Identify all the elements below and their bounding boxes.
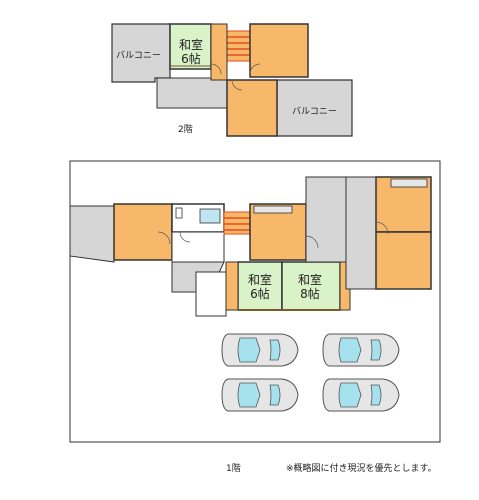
car-top-left: [221, 333, 299, 367]
lot-boundary: [69, 160, 441, 443]
disclaimer-note: ※概略図に付き現況を優先とします。: [286, 464, 437, 474]
washitsu-6-label: 和室 6帖: [242, 273, 278, 301]
bathtub-icon: [199, 208, 221, 224]
car-bottom-right: [322, 378, 400, 412]
washitsu-2f-room: [169, 23, 212, 70]
washitsu-2f-name: 和室: [178, 38, 203, 52]
parking-strip-left: [69, 205, 115, 263]
washitsu-8-label: 和室 8帖: [290, 273, 330, 301]
car-top-right: [322, 333, 400, 367]
washitsu-6-size: 6帖: [250, 287, 270, 301]
washitsu-6-name: 和室: [247, 273, 272, 287]
sink-counter-icon: [390, 178, 428, 188]
room-1f-east-south: [375, 231, 432, 290]
washitsu-2f-size: 6帖: [181, 52, 201, 66]
second-floor-plan: [111, 23, 353, 137]
carport-1: [305, 176, 347, 263]
washitsu-8-room: [281, 261, 341, 311]
car-bottom-left: [221, 378, 299, 412]
corridor-2f: [210, 23, 228, 81]
room-2f-south: [226, 79, 278, 137]
washitsu-8-name: 和室: [297, 273, 322, 287]
balcony-left-label: バルコニー: [116, 51, 161, 61]
floor1-label: 1階: [226, 464, 241, 474]
first-floor-plan: [69, 160, 441, 443]
balcony-right-label: バルコニー: [292, 107, 337, 117]
stairs-2f: [226, 30, 251, 62]
room-1f-west: [113, 203, 173, 261]
washitsu-2f-label: 和室 6帖: [174, 38, 208, 66]
toilet-icon: [175, 207, 183, 219]
kitchen-counter-icon: [253, 205, 293, 214]
entry-step: [195, 271, 227, 317]
floor2-label: 2階: [178, 125, 193, 135]
washitsu-8-size: 8帖: [300, 287, 320, 301]
hall-2f: [156, 77, 228, 109]
carport-2: [345, 176, 377, 290]
hall-1f-west: [171, 231, 225, 263]
room-2f-north: [249, 23, 309, 78]
